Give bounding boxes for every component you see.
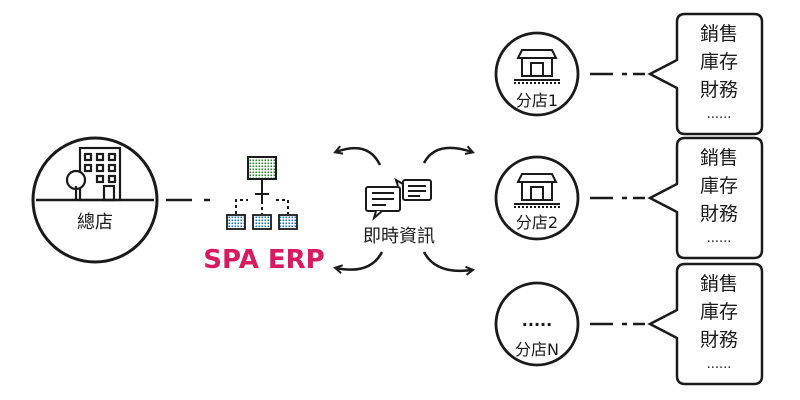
callout-box (647, 12, 764, 136)
info-callout: 銷售庫存財務...... (590, 136, 764, 260)
info-item: 銷售 (700, 23, 738, 45)
branch-label: 分店N (515, 340, 559, 359)
hq-node: 總店 (31, 136, 159, 264)
info-item: 庫存 (700, 51, 738, 73)
info-item: 財務 (700, 329, 738, 351)
info-item: ...... (707, 231, 732, 246)
branch-label: 分店2 (516, 213, 558, 232)
chat-bubbles-icon (365, 177, 432, 221)
info-item: 財務 (700, 79, 738, 101)
branch-symbol: ..... (522, 311, 552, 330)
erp-label: SPA ERP (203, 245, 324, 275)
branch-node: 分店2 (494, 155, 580, 241)
info-item: ...... (707, 357, 732, 372)
info-item: 銷售 (700, 273, 738, 295)
arrow-to-erp-bottom (336, 251, 384, 270)
arrow-to-branches-top (422, 148, 472, 164)
info-callout: 銷售庫存財務...... (590, 12, 764, 136)
branch-list: 分店1 分店2 ..... 分店N (494, 31, 580, 367)
arrow-to-branches-bottom (422, 251, 472, 271)
info-item: 財務 (700, 203, 738, 225)
callout-box (647, 262, 764, 386)
info-item: 庫存 (700, 301, 738, 323)
branch-node: ..... 分店N (494, 281, 580, 367)
sync-arrows (336, 148, 472, 271)
branch-node: 分店1 (494, 31, 580, 117)
erp-network-icon (226, 156, 298, 230)
callout-box (647, 136, 764, 260)
info-callout: 銷售庫存財務...... (590, 262, 764, 386)
shop-icon (514, 49, 560, 84)
info-callouts: 銷售庫存財務......銷售庫存財務......銷售庫存財務...... (590, 12, 764, 386)
hub-label: 即時資訊 (363, 226, 435, 247)
hq-label: 總店 (77, 212, 113, 233)
arrow-to-erp-top (336, 148, 382, 166)
branch-label: 分店1 (516, 91, 558, 110)
info-item: 庫存 (700, 175, 738, 197)
info-item: 銷售 (700, 147, 738, 169)
building-icon (65, 146, 122, 202)
info-item: ...... (707, 107, 732, 122)
shop-icon (514, 173, 560, 208)
